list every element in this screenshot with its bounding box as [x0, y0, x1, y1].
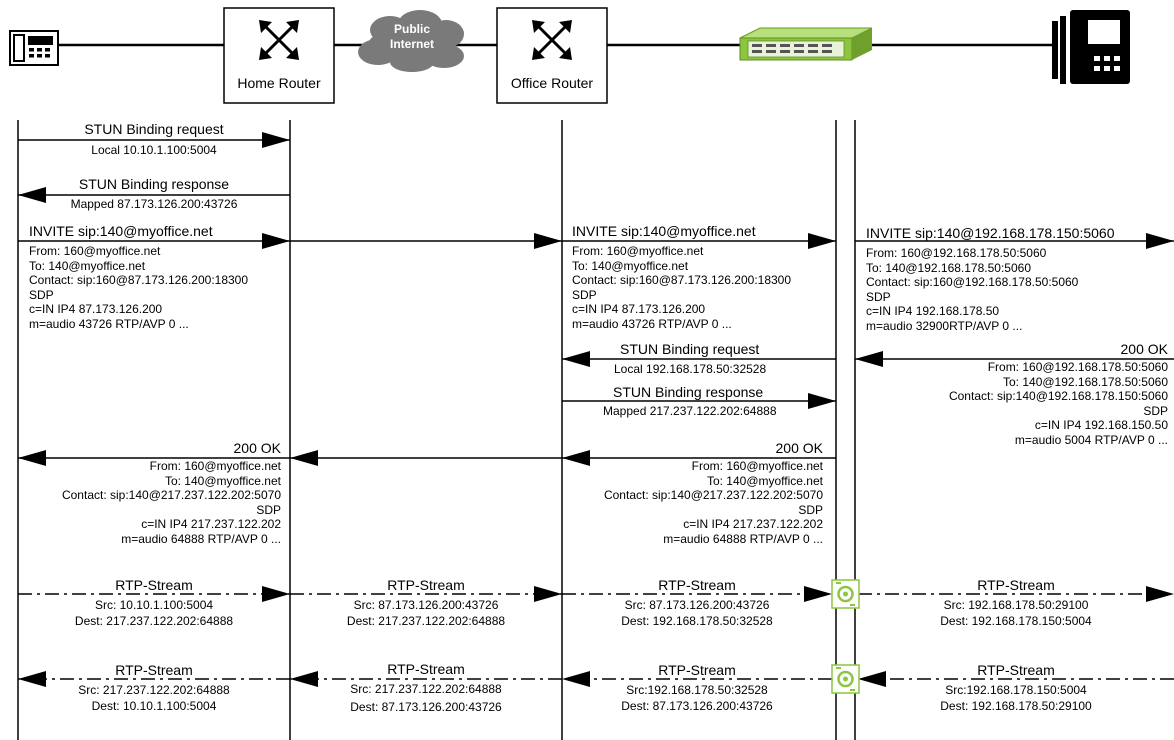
rtp-back3-title: RTP-Stream	[562, 662, 832, 679]
cloud-label-line2: Internet	[372, 37, 452, 51]
ok-left-title: 200 OK	[18, 440, 281, 457]
stun-response-title: STUN Binding response	[18, 176, 290, 193]
ok-mid-m: m=audio 64888 RTP/AVP 0 ...	[562, 532, 823, 547]
ok-right-c: c=IN IP4 192.168.150.50	[949, 418, 1168, 433]
ok-right-details: From: 160@192.168.178.50:5060 To: 140@19…	[949, 360, 1168, 448]
office-router-label: Office Router	[497, 75, 607, 92]
home-router-label: Home Router	[224, 75, 334, 92]
stun-request2-sub: Local 192.168.178.50:32528	[614, 362, 766, 376]
invite1-details: From: 160@myoffice.net To: 140@myoffice.…	[29, 244, 248, 332]
rtp-back4-title: RTP-Stream	[858, 662, 1174, 679]
stun-response2-title: STUN Binding response	[613, 384, 763, 401]
rtp-back4-dest: Dest: 192.168.178.50:29100	[858, 699, 1174, 713]
invite3-c: c=IN IP4 192.168.178.50	[866, 304, 1078, 319]
ok-left-m: m=audio 64888 RTP/AVP 0 ...	[18, 532, 281, 547]
rtp-fwd2-src: Src: 87.173.126.200:43726	[290, 598, 562, 612]
ok-right-sdp: SDP	[949, 404, 1168, 419]
invite1-to: To: 140@myoffice.net	[29, 259, 248, 274]
rtp-fwd2-title: RTP-Stream	[290, 577, 562, 594]
rtp-fwd4-title: RTP-Stream	[858, 577, 1174, 594]
stun-response-sub: Mapped 87.173.126.200:43726	[18, 197, 290, 211]
media-server-icon	[740, 28, 872, 60]
invite2-sdp: SDP	[572, 288, 791, 303]
invite1-sdp: SDP	[29, 288, 248, 303]
ok-right-m: m=audio 5004 RTP/AVP 0 ...	[949, 433, 1168, 448]
ok-left-from: From: 160@myoffice.net	[18, 459, 281, 474]
invite1-from: From: 160@myoffice.net	[29, 244, 248, 259]
ok-left-to: To: 140@myoffice.net	[18, 474, 281, 489]
media-relay-icon	[832, 580, 859, 608]
stun-request2-title: STUN Binding request	[620, 341, 759, 358]
ok-left-details: From: 160@myoffice.net To: 140@myoffice.…	[18, 459, 281, 547]
rtp-back2-dest: Dest: 87.173.126.200:43726	[290, 700, 562, 714]
stun-request-title: STUN Binding request	[18, 121, 290, 138]
rtp-fwd1-title: RTP-Stream	[18, 577, 290, 594]
invite3-from: From: 160@192.168.178.50:5060	[866, 246, 1078, 261]
rtp-back1-dest: Dest: 10.10.1.100:5004	[18, 699, 290, 713]
ok-left-sdp: SDP	[18, 503, 281, 518]
ok-mid-to: To: 140@myoffice.net	[562, 474, 823, 489]
ok-mid-from: From: 160@myoffice.net	[562, 459, 823, 474]
invite2-to: To: 140@myoffice.net	[572, 259, 791, 274]
invite2-c: c=IN IP4 87.173.126.200	[572, 302, 791, 317]
cloud-label-line1: Public	[372, 22, 452, 36]
lifelines	[18, 120, 855, 740]
rtp-back2-title: RTP-Stream	[290, 661, 562, 678]
ok-right-to: To: 140@192.168.178.50:5060	[949, 375, 1168, 390]
invite2-title: INVITE sip:140@myoffice.net	[572, 223, 756, 240]
invite2-m: m=audio 43726 RTP/AVP 0 ...	[572, 317, 791, 332]
invite3-title: INVITE sip:140@192.168.178.150:5060	[866, 225, 1115, 242]
media-relay-icon	[832, 665, 859, 693]
invite1-contact: Contact: sip:160@87.173.126.200:18300	[29, 273, 248, 288]
stun-request-sub: Local 10.10.1.100:5004	[18, 143, 290, 157]
ok-mid-sdp: SDP	[562, 503, 823, 518]
stun-response2-sub: Mapped 217.237.122.202:64888	[603, 404, 777, 418]
rtp-back1-title: RTP-Stream	[18, 662, 290, 679]
invite3-contact: Contact: sip:160@192.168.178.50:5060	[866, 275, 1078, 290]
rtp-fwd1-dest: Dest: 217.237.122.202:64888	[18, 614, 290, 628]
ip-phone-icon	[1052, 10, 1130, 84]
rtp-back3-src: Src:192.168.178.50:32528	[562, 683, 832, 697]
ok-left-contact: Contact: sip:140@217.237.122.202:5070	[18, 488, 281, 503]
ok-right-contact: Contact: sip:140@192.168.178.150:5060	[949, 389, 1168, 404]
desk-phone-icon	[10, 31, 58, 65]
invite2-details: From: 160@myoffice.net To: 140@myoffice.…	[572, 244, 791, 332]
invite1-m: m=audio 43726 RTP/AVP 0 ...	[29, 317, 248, 332]
invite3-m: m=audio 32900RTP/AVP 0 ...	[866, 319, 1078, 334]
ok-mid-details: From: 160@myoffice.net To: 140@myoffice.…	[562, 459, 823, 547]
rtp-fwd3-src: Src: 87.173.126.200:43726	[562, 598, 832, 612]
rtp-back2-src: Src: 217.237.122.202:64888	[290, 682, 562, 696]
invite1-title: INVITE sip:140@myoffice.net	[29, 223, 213, 240]
invite2-from: From: 160@myoffice.net	[572, 244, 791, 259]
invite2-contact: Contact: sip:160@87.173.126.200:18300	[572, 273, 791, 288]
ok-left-c: c=IN IP4 217.237.122.202	[18, 517, 281, 532]
invite1-c: c=IN IP4 87.173.126.200	[29, 302, 248, 317]
rtp-fwd4-src: Src: 192.168.178.50:29100	[858, 598, 1174, 612]
ok-mid-contact: Contact: sip:140@217.237.122.202:5070	[562, 488, 823, 503]
rtp-fwd3-title: RTP-Stream	[562, 577, 832, 594]
ok-right-from: From: 160@192.168.178.50:5060	[949, 360, 1168, 375]
rtp-fwd2-dest: Dest: 217.237.122.202:64888	[290, 614, 562, 628]
rtp-fwd1-src: Src: 10.10.1.100:5004	[18, 598, 290, 612]
ok-mid-title: 200 OK	[562, 440, 823, 457]
invite3-details: From: 160@192.168.178.50:5060 To: 140@19…	[866, 246, 1078, 334]
rtp-back3-dest: Dest: 87.173.126.200:43726	[562, 699, 832, 713]
invite3-sdp: SDP	[866, 290, 1078, 305]
ok-mid-c: c=IN IP4 217.237.122.202	[562, 517, 823, 532]
rtp-fwd3-dest: Dest: 192.168.178.50:32528	[562, 614, 832, 628]
rtp-back1-src: Src: 217.237.122.202:64888	[18, 683, 290, 697]
rtp-back4-src: Src:192.168.178.150:5004	[858, 683, 1174, 697]
rtp-fwd4-dest: Dest: 192.168.178.150:5004	[858, 614, 1174, 628]
ok-right-title: 200 OK	[1121, 341, 1168, 358]
invite3-to: To: 140@192.168.178.50:5060	[866, 261, 1078, 276]
